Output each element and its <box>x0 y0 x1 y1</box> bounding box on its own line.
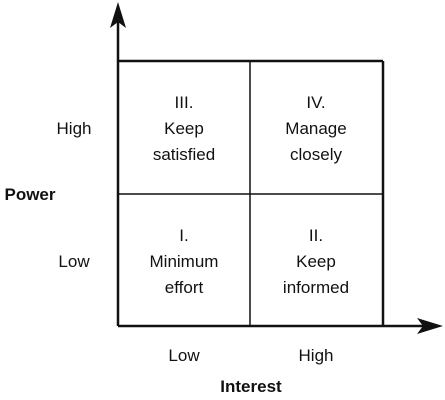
quadrant-number: IV. <box>306 93 325 112</box>
x-axis-arrowhead-icon <box>417 318 443 334</box>
y-axis-title: Power <box>4 185 55 204</box>
quadrant-label-line-2: effort <box>165 278 204 297</box>
x-axis-title: Interest <box>220 377 282 396</box>
quadrant-label-line-2: informed <box>283 278 349 297</box>
quadrant-label-line-2: satisfied <box>153 145 215 164</box>
quadrant-label-line-1: Keep <box>164 119 204 138</box>
quadrant-number: III. <box>175 93 194 112</box>
y-axis-arrowhead-icon <box>110 2 126 28</box>
y-tick-high: High <box>57 119 92 138</box>
x-tick-high: High <box>299 346 334 365</box>
quadrant-label-line-1: Keep <box>296 252 336 271</box>
quadrant-keep-informed: II. Keep informed <box>283 226 349 297</box>
quadrant-minimum-effort: I. Minimum effort <box>150 226 219 297</box>
y-tick-low: Low <box>58 252 90 271</box>
quadrant-keep-satisfied: III. Keep satisfied <box>153 93 215 164</box>
quadrant-label-line-2: closely <box>290 145 342 164</box>
quadrant-label-line-1: Manage <box>285 119 346 138</box>
quadrant-number: II. <box>309 226 323 245</box>
x-tick-low: Low <box>168 346 200 365</box>
quadrant-manage-closely: IV. Manage closely <box>285 93 346 164</box>
quadrant-label-line-1: Minimum <box>150 252 219 271</box>
quadrant-number: I. <box>179 226 188 245</box>
